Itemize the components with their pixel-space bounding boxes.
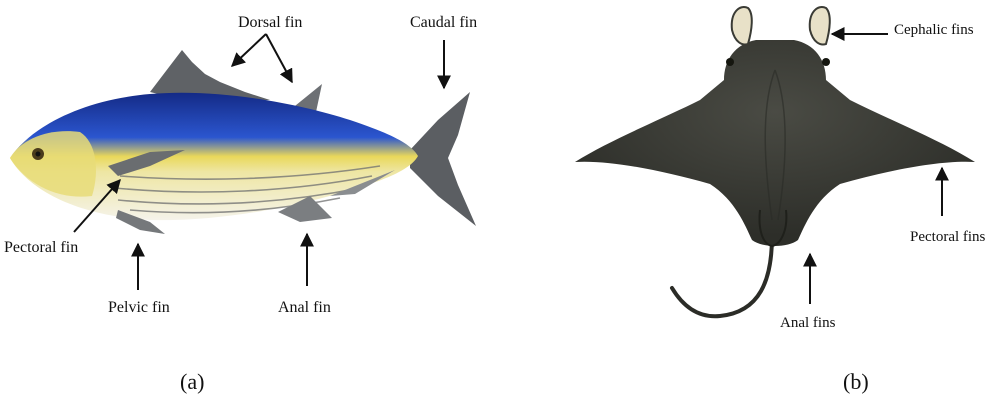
label-dorsal-fin: Dorsal fin xyxy=(238,14,302,31)
ray-illustration xyxy=(575,7,975,316)
tuna-caudal-fin xyxy=(410,92,476,226)
caption-b: (b) xyxy=(843,369,869,394)
label-anal-fins: Anal fins xyxy=(780,315,836,331)
label-caudal-fin: Caudal fin xyxy=(410,14,477,31)
ray-cephalic-fin-left xyxy=(732,7,752,45)
tuna-illustration xyxy=(10,50,476,234)
label-pectoral-fin: Pectoral fin xyxy=(4,239,78,256)
label-pectoral-fins: Pectoral fins xyxy=(910,229,986,245)
ray-eye-right xyxy=(822,58,830,66)
ray-eye-left xyxy=(726,58,734,66)
label-anal-fin: Anal fin xyxy=(278,299,331,316)
tuna-head xyxy=(10,131,96,197)
arrow-dorsal-second xyxy=(266,34,292,82)
panel-b: Cephalic fins Pectoral fins Anal fins (b… xyxy=(575,7,986,394)
panel-a: Dorsal fin Caudal fin Pectoral fin Pelvi… xyxy=(4,14,477,394)
ray-tail xyxy=(672,236,772,316)
ray-cephalic-fin-right xyxy=(810,7,830,45)
label-cephalic-fins: Cephalic fins xyxy=(894,22,974,38)
label-pelvic-fin: Pelvic fin xyxy=(108,299,170,316)
arrow-dorsal-first xyxy=(232,34,266,66)
caption-a: (a) xyxy=(180,369,204,394)
